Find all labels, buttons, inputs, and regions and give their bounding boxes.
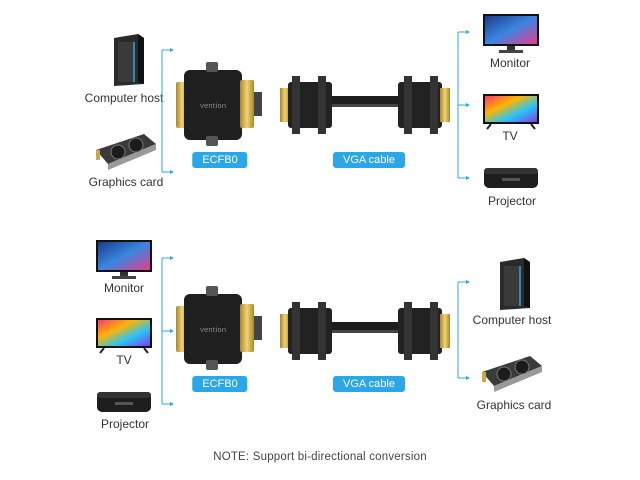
pc-tower-icon [500, 258, 530, 310]
adapter-icon: vention [176, 286, 262, 370]
vga-cable-icon [280, 302, 450, 360]
adapter-brand: vention [200, 326, 226, 334]
pc-tower-icon [114, 34, 144, 86]
monitor-icon [96, 240, 152, 279]
vga-cable-icon [280, 76, 450, 134]
monitor-icon [483, 14, 539, 53]
graphics-card-icon [96, 134, 156, 170]
bottom-right-bracket [457, 280, 470, 380]
bottom-right-device-label-0: Computer host [472, 313, 552, 327]
top-right-device-label-0: Monitor [489, 56, 531, 70]
projector-icon [97, 392, 151, 412]
top-right-bracket [457, 30, 470, 180]
bottom-right-device-label-1: Graphics card [476, 398, 552, 412]
top-right-device-label-1: TV [502, 129, 518, 143]
bottom-left-device-label-2: Projector [100, 417, 150, 431]
top-left-device-label-1: Graphics card [88, 175, 164, 189]
projector-icon [484, 168, 538, 188]
tv-icon [96, 318, 152, 354]
top-right-device-label-2: Projector [487, 194, 537, 208]
bottom-left-bracket [161, 256, 174, 406]
top-adapter-badge: ECFB0 [192, 152, 248, 168]
bottom-left-device-label-1: TV [116, 353, 132, 367]
adapter-icon: vention [176, 62, 262, 146]
top-left-bracket [161, 48, 174, 174]
bottom-left-device-label-0: Monitor [103, 281, 145, 295]
note-text: NOTE: Support bi-directional conversion [213, 451, 427, 463]
bottom-cable-badge: VGA cable [333, 376, 405, 392]
bottom-adapter-badge: ECFB0 [192, 376, 248, 392]
top-left-device-label-0: Computer host [84, 91, 164, 105]
tv-icon [483, 94, 539, 130]
graphics-card-icon [482, 356, 542, 392]
top-cable-badge: VGA cable [333, 152, 405, 168]
adapter-brand: vention [200, 102, 226, 110]
